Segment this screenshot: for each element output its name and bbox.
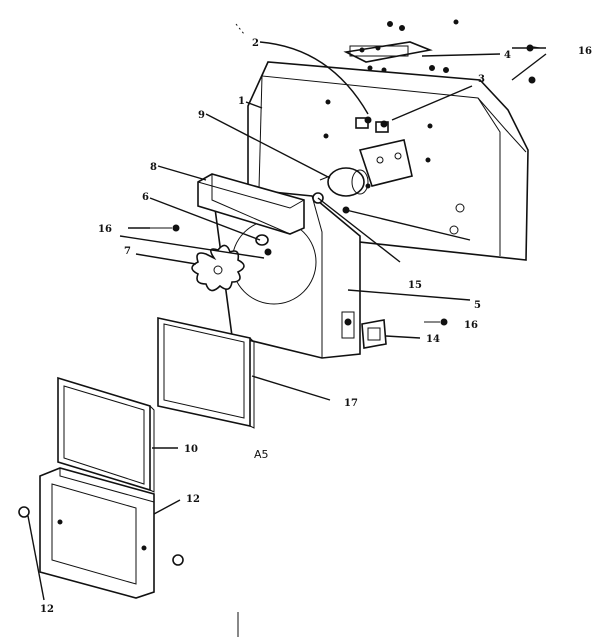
callout-8: 8 (150, 162, 157, 173)
filter-part-10 (57, 376, 155, 493)
callout-9: 9 (198, 110, 205, 121)
callout-16b: 16 (98, 224, 112, 235)
callout-16a: 16 (578, 46, 592, 57)
grille-frame-part-12 (18, 467, 184, 599)
callout-3: 3 (478, 74, 485, 85)
diagram-reference: A5 (254, 448, 269, 461)
shroud-part-8 (197, 173, 305, 235)
filter-part-17 (157, 317, 255, 429)
callout-7: 7 (124, 246, 131, 257)
front-panel-part-5 (211, 185, 361, 359)
fan-blade-part-7 (191, 244, 245, 292)
callout-12a: 12 (186, 494, 200, 505)
callout-17: 17 (344, 398, 358, 409)
callout-labels: 2 4 16 3 1 9 8 6 16 7 15 5 16 14 17 10 1… (40, 38, 592, 615)
callout-16c: 16 (464, 320, 478, 331)
callout-12b: 12 (40, 604, 54, 615)
leader-lines (27, 23, 547, 637)
switch-assembly-part-3 (355, 116, 413, 187)
callout-1: 1 (238, 96, 245, 107)
callout-15: 15 (408, 280, 422, 291)
callout-2: 2 (252, 38, 259, 49)
callout-6: 6 (142, 192, 149, 203)
control-plate-part-4 (343, 19, 459, 73)
callout-4: 4 (504, 50, 511, 61)
plate-part-14 (361, 319, 387, 349)
callout-10: 10 (184, 444, 198, 455)
callout-14: 14 (426, 334, 440, 345)
callout-5: 5 (474, 300, 481, 311)
hub-part-6 (255, 234, 272, 256)
motor-part-9 (319, 167, 371, 197)
